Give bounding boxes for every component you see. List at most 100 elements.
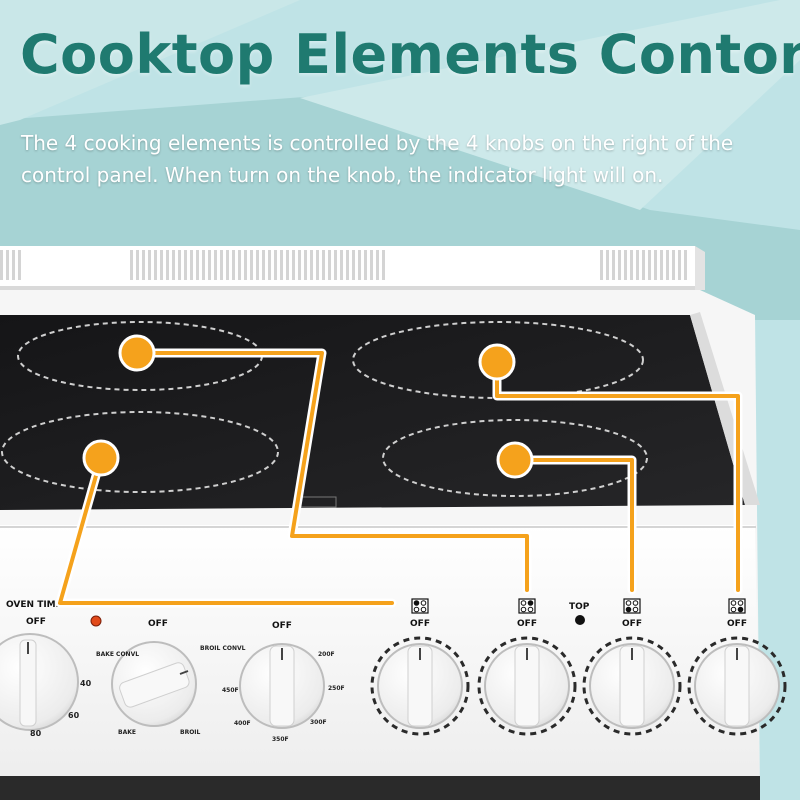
callout-dots [82, 334, 534, 479]
vent-slot [666, 250, 669, 280]
vent-slot [286, 250, 289, 280]
callout-dot-front-left [82, 439, 120, 477]
mode-bake: BAKE [118, 729, 136, 736]
vent-slot [238, 250, 241, 280]
vent-slot [340, 250, 343, 280]
burner-layout-icon [728, 598, 746, 614]
temp-tick-250f: 250F [328, 685, 345, 692]
vent-slot [256, 250, 259, 280]
wall-light [0, 0, 300, 125]
temp-tick-450f: 450F [222, 687, 239, 694]
vent-slot [214, 250, 217, 280]
vent-slot [660, 250, 663, 280]
vent-slot [268, 250, 271, 280]
timer-tick-60: 60 [68, 711, 80, 720]
element-knobs: OFF OFF OFF OFF [370, 598, 787, 736]
vent-slot [202, 250, 205, 280]
vent-slot [232, 250, 235, 280]
element-knob-off-label: OFF [727, 619, 747, 629]
vent-slot [624, 250, 627, 280]
vent-slot [298, 250, 301, 280]
vent-slot [346, 250, 349, 280]
vent-slot [148, 250, 151, 280]
vent-slot [316, 250, 319, 280]
vent-slot [636, 250, 639, 280]
burner-layout-icon [623, 598, 641, 614]
temp-tick-350f: 350F [272, 736, 289, 743]
vent-slot [648, 250, 651, 280]
vent-slot [208, 250, 211, 280]
oven-mode-knob[interactable] [111, 641, 197, 727]
vent-slot [178, 250, 181, 280]
oven-temperature-knob[interactable] [239, 643, 325, 729]
page-title: Cooktop Elements Contorl [20, 23, 800, 86]
vent-slot [352, 250, 355, 280]
vent-slot [654, 250, 657, 280]
vent-slot [136, 250, 139, 280]
element-knob-off-label: OFF [622, 619, 642, 629]
vent-slot [172, 250, 175, 280]
timer-tick-80: 80 [30, 729, 42, 738]
timer-tick-40: 40 [80, 679, 92, 688]
vent-slot [328, 250, 331, 280]
vent-slot [262, 250, 265, 280]
vent-slot [274, 250, 277, 280]
vent-slot [160, 250, 163, 280]
temp-tick-200f: 200F [318, 651, 335, 658]
vent-slot [244, 250, 247, 280]
vent-slot [684, 250, 687, 280]
top-indicator-light [575, 615, 585, 625]
vent-slot [370, 250, 373, 280]
vent-slot [184, 250, 187, 280]
burner-ring-front-right [382, 419, 648, 497]
vent-slot [292, 250, 295, 280]
vent-slot [642, 250, 645, 280]
mode-broil-convl: BROIL CONVL [200, 645, 246, 652]
callout-line-front-right [513, 458, 634, 592]
element-knob-off-label: OFF [517, 619, 537, 629]
oven-indicator-light [90, 615, 102, 627]
vent-slot [220, 250, 223, 280]
mode-broil: BROIL [180, 729, 201, 736]
mode-bake-convl: BAKE CONVL [96, 651, 139, 658]
vent-slot [142, 250, 145, 280]
vent-slot [322, 250, 325, 280]
top-indicator-label: TOP [569, 602, 590, 612]
element-knob-3[interactable]: OFF [582, 598, 682, 736]
callout-dot-front-right [496, 441, 534, 479]
oven-timer-off-label: OFF [26, 617, 46, 627]
vent-slot [376, 250, 379, 280]
vent-slot [630, 250, 633, 280]
temp-tick-400f: 400F [234, 720, 251, 727]
oven-timer-knob[interactable] [0, 633, 79, 731]
oven-timer-label: OVEN TIMER [6, 600, 69, 610]
vent-slot [154, 250, 157, 280]
element-knob-2[interactable]: OFF [477, 598, 577, 736]
mode-knob-off-label: OFF [148, 619, 168, 629]
vent-slot [612, 250, 615, 280]
element-knob-1[interactable]: OFF [370, 598, 470, 736]
vent-slot [196, 250, 199, 280]
vent-slots [0, 250, 687, 280]
vent-slot [678, 250, 681, 280]
vent-slot [304, 250, 307, 280]
element-knob-4[interactable]: OFF [687, 598, 787, 736]
page-description: The 4 cooking elements is controlled by … [21, 131, 734, 187]
vent-slot [166, 250, 169, 280]
vent-slot [130, 250, 133, 280]
vent-slot [310, 250, 313, 280]
vent-slot [364, 250, 367, 280]
vent-slot [190, 250, 193, 280]
temp-tick-300f: 300F [310, 719, 327, 726]
vent-slot [618, 250, 621, 280]
callout-dot-rear-left [118, 334, 156, 372]
burner-layout-icon [518, 598, 536, 614]
vent-slot [280, 250, 283, 280]
ceiling-light [300, 0, 800, 210]
vent-slot [358, 250, 361, 280]
callout-line-front-left [58, 456, 394, 605]
vent-slot [18, 250, 21, 280]
burner-layout-icon [411, 598, 429, 614]
vent-slot [226, 250, 229, 280]
vent-slot [672, 250, 675, 280]
